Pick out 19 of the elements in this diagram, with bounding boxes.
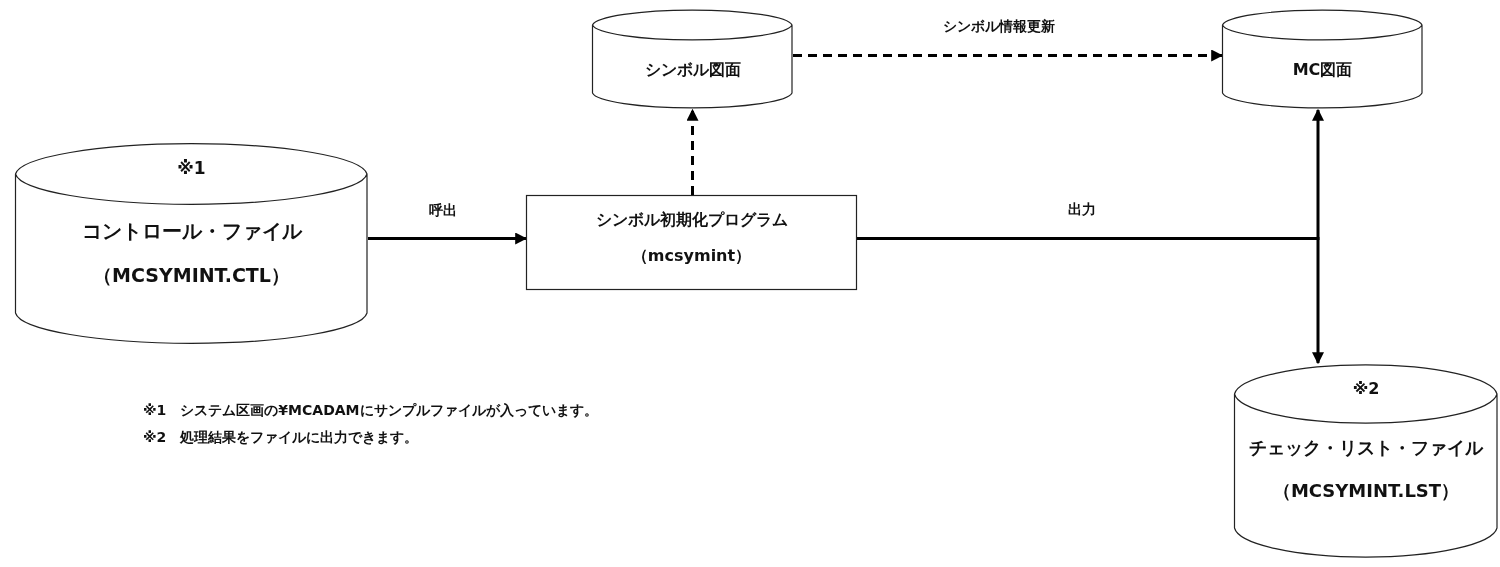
process-box	[526, 195, 857, 290]
footnote: ※1 システム区画の¥MCADAMにサンプルファイルが入っています。	[143, 402, 598, 420]
dashed-arrow	[686, 108, 699, 195]
node-label: コントロール・ファイル	[80, 218, 303, 244]
database-cylinder	[15, 142, 368, 346]
dashed-arrow	[793, 49, 1224, 62]
database-cylinder	[1234, 363, 1498, 560]
database-cylinder	[592, 9, 793, 110]
database-cylinder	[1222, 9, 1423, 110]
file-name: （MCSYMINT.LST）	[1271, 479, 1461, 503]
file-name: （mcsymint）	[630, 245, 753, 267]
node-label: チェック・リスト・ファイル	[1248, 436, 1485, 460]
footnote-mark: ※1	[176, 156, 207, 180]
node-label: MC図面	[1291, 59, 1354, 81]
footnote: ※2 処理結果をファイルに出力できます。	[143, 429, 419, 447]
footnote-mark: ※2	[1351, 378, 1381, 400]
node-label: シンボル初期化プログラム	[594, 209, 789, 231]
file-name: （MCSYMINT.CTL）	[92, 262, 291, 288]
node-label: シンボル図面	[643, 59, 742, 81]
